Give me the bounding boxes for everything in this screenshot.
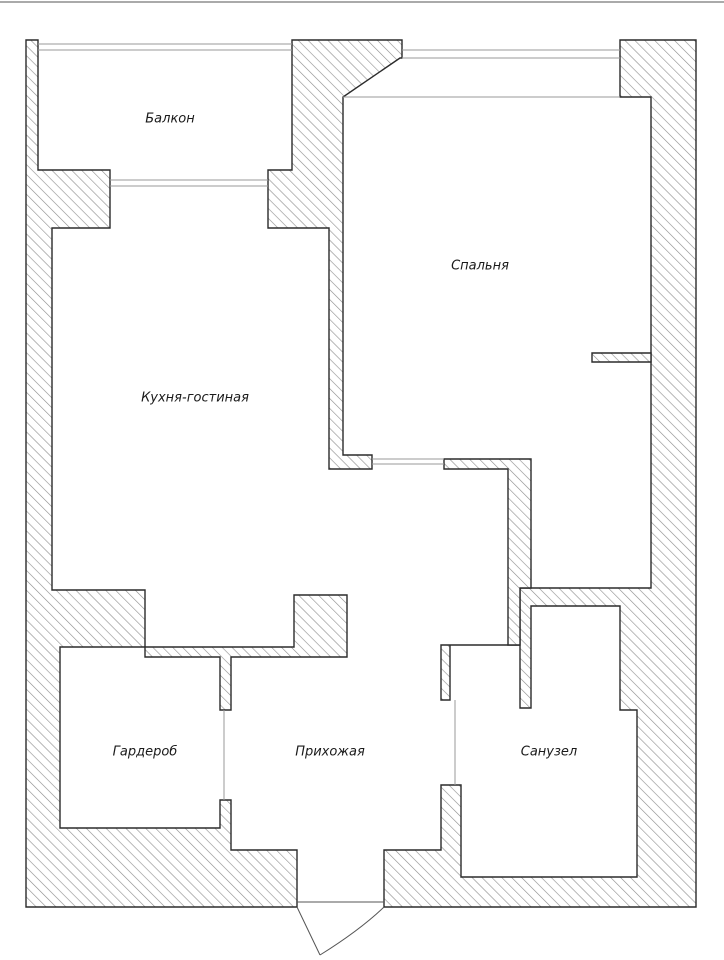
wall-bedroom-stub — [591, 352, 652, 363]
room-labels: Балкон Спальня Кухня-гостиная Гардероб П… — [113, 112, 578, 760]
label-kitchen-living: Кухня-гостиная — [141, 391, 249, 406]
windows — [38, 43, 620, 800]
walls — [25, 39, 697, 908]
label-hallway: Прихожая — [295, 745, 365, 760]
wall-corridor-east — [443, 458, 532, 646]
wall-east-upper — [383, 39, 697, 908]
wall-kitchen-block — [144, 594, 348, 711]
label-bathroom: Санузел — [521, 745, 577, 760]
label-wardrobe: Гардероб — [113, 745, 178, 760]
label-bedroom: Спальня — [451, 259, 509, 274]
label-balcony: Балкон — [145, 112, 195, 127]
entrance-door-arc — [319, 906, 385, 956]
entrance-door-leaf — [296, 906, 321, 956]
wall-balcony-pier — [267, 39, 403, 470]
wall-west — [25, 39, 298, 908]
entrance-door — [296, 901, 385, 956]
